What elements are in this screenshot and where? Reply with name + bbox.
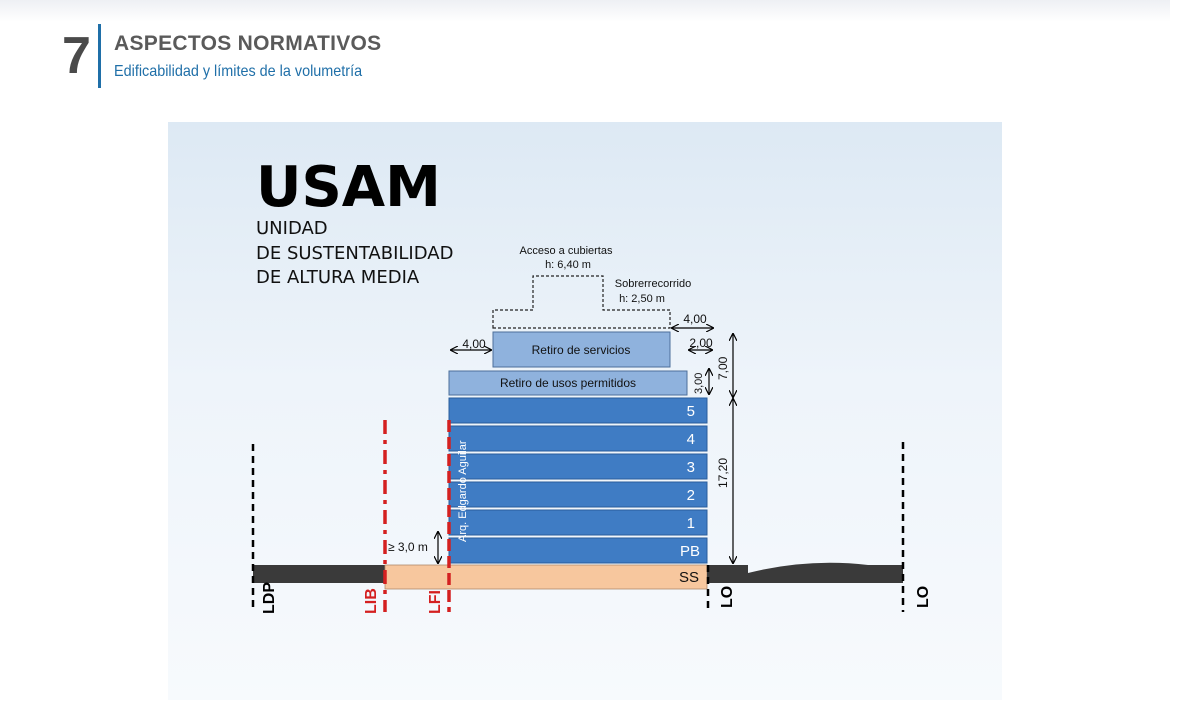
floor-2: [448, 481, 708, 508]
floor-5: [448, 397, 708, 424]
setback-services-block: [492, 331, 671, 368]
usam-heading: USAM: [256, 155, 441, 220]
floor-3: [448, 453, 708, 480]
overrun-height: h: 2,50 m: [619, 293, 665, 305]
floor-3-label: 3: [687, 459, 695, 476]
lo-right-label: LO: [915, 586, 932, 608]
upper-height-label: 7,00: [716, 356, 730, 380]
floor-4: [448, 425, 708, 452]
setback-height-label: 3,00: [693, 373, 705, 394]
section-subtitle: Edificabilidad y límites de la volumetrí…: [114, 63, 363, 80]
right-setback-label: 2,00: [689, 336, 713, 350]
floor-5-label: 5: [687, 403, 695, 420]
street-profile: [707, 562, 903, 583]
setback-uses-label: Retiro de usos permitidos: [500, 376, 636, 390]
ldp-label: LDP: [261, 582, 278, 614]
main-height-label: 17,20: [716, 458, 730, 488]
floor-1-label: 1: [687, 515, 695, 532]
floors-stack: 5 4 3 2 1 PB: [448, 397, 708, 564]
top-right-label: 4,00: [683, 312, 707, 326]
author-credit: Arq. Edgardo Aguilar: [457, 440, 469, 542]
basement-label: SS: [679, 569, 699, 586]
section-title: ASPECTOS NORMATIVOS: [114, 32, 382, 55]
roof-access-label: Acceso a cubiertas: [520, 245, 613, 257]
lib-label: LIB: [363, 588, 380, 614]
floor-pb-label: PB: [680, 543, 700, 560]
setback-uses-block: [448, 370, 688, 396]
description-line-3: DE ALTURA MEDIA: [256, 267, 420, 288]
basement-block: [384, 564, 708, 590]
floor-pb: [448, 537, 708, 564]
ground-left: [253, 565, 385, 583]
top-band: [0, 0, 1170, 22]
left-setback-label: 4,00: [462, 337, 486, 351]
description-line-1: UNIDAD: [256, 218, 328, 239]
section-divider: [98, 24, 101, 88]
lo-left-label: LO: [719, 586, 736, 608]
setback-services-label: Retiro de servicios: [532, 343, 631, 357]
roof-access-outline: [492, 275, 671, 329]
overrun-label: Sobrerrecorrido: [615, 278, 691, 290]
description-line-2: DE SUSTENTABILIDAD: [256, 243, 453, 264]
lfi-label: LFI: [427, 590, 444, 614]
min-height-label: ≥ 3,0 m: [388, 540, 428, 554]
diagram-panel: USAM UNIDAD DE SUSTENTABILIDAD DE ALTURA…: [168, 122, 1002, 700]
floor-2-label: 2: [687, 487, 695, 504]
roof-access-height: h: 6,40 m: [545, 259, 591, 271]
slide-header: 7 ASPECTOS NORMATIVOS Edificabilidad y l…: [0, 0, 1200, 100]
usam-section-diagram: USAM UNIDAD DE SUSTENTABILIDAD DE ALTURA…: [251, 155, 932, 614]
floor-1: [448, 509, 708, 536]
floor-4-label: 4: [687, 431, 695, 448]
section-number: 7: [62, 27, 91, 85]
